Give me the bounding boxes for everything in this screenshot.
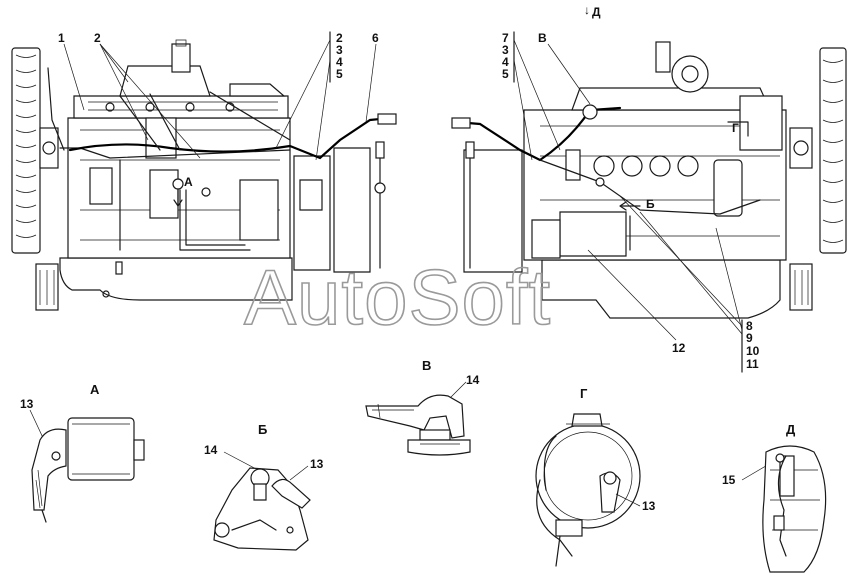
callout-12: 12 bbox=[672, 341, 686, 355]
left-engine-view bbox=[11, 39, 397, 311]
detail-g-callout-13: 13 bbox=[642, 499, 656, 513]
callout-10: 10 bbox=[746, 344, 760, 358]
callout-4: 4 bbox=[336, 55, 343, 69]
detail-b-title: Б bbox=[258, 422, 267, 437]
detail-v-callout-14: 14 bbox=[466, 373, 480, 387]
right-callouts: ↓ Д 7 3 4 5 В Г Б 12 8 9 10 11 bbox=[502, 3, 760, 373]
detail-d: Д 15 bbox=[722, 422, 827, 573]
detail-a-title: А bbox=[90, 382, 100, 397]
detail-b-callout-13: 13 bbox=[310, 457, 324, 471]
detail-d-title: Д bbox=[786, 422, 796, 437]
section-mark-a: А bbox=[184, 175, 193, 189]
callout-g: Г bbox=[732, 121, 739, 135]
callout-5r: 5 bbox=[502, 67, 509, 81]
right-engine-view bbox=[451, 41, 847, 319]
callout-7: 7 bbox=[502, 31, 509, 45]
detail-d-callout-15: 15 bbox=[722, 473, 736, 487]
detail-g: Г 13 bbox=[535, 386, 656, 567]
view-arrow-d: ↓ bbox=[584, 3, 590, 17]
callout-8: 8 bbox=[746, 319, 753, 333]
detail-v-title: В bbox=[422, 358, 431, 373]
detail-g-title: Г bbox=[580, 386, 588, 401]
callout-3: 3 bbox=[336, 43, 343, 57]
callout-5: 5 bbox=[336, 67, 343, 81]
detail-b: Б 14 13 bbox=[204, 422, 324, 551]
right-fan bbox=[789, 47, 847, 254]
callout-2b: 2 bbox=[336, 31, 343, 45]
watermark: AutoSoft bbox=[244, 253, 551, 341]
detail-a: А 13 bbox=[20, 382, 145, 523]
section-mark-b: Б bbox=[646, 197, 655, 211]
callout-2a: 2 bbox=[94, 31, 101, 45]
callout-3r: 3 bbox=[502, 43, 509, 57]
callout-v: В bbox=[538, 31, 547, 45]
view-arrow-d-label: Д bbox=[592, 5, 601, 19]
left-callouts: 1 2 2 3 4 5 6 А bbox=[58, 31, 379, 207]
callout-6: 6 bbox=[372, 31, 379, 45]
detail-v: В 14 bbox=[365, 358, 480, 456]
callout-4r: 4 bbox=[502, 55, 509, 69]
callout-1: 1 bbox=[58, 31, 65, 45]
callout-11: 11 bbox=[746, 357, 759, 371]
callout-9: 9 bbox=[746, 331, 753, 345]
left-fan bbox=[11, 47, 59, 254]
detail-b-callout-14: 14 bbox=[204, 443, 218, 457]
detail-a-callout-13: 13 bbox=[20, 397, 34, 411]
